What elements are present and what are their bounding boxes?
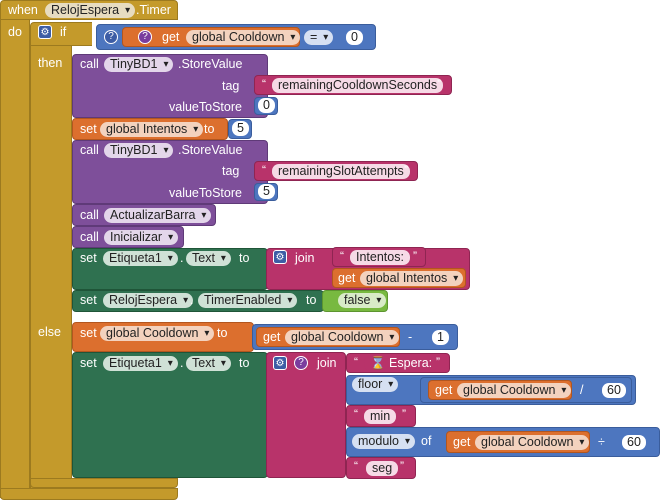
set-timer-to-label: to (306, 293, 317, 307)
set-timer-set-label: set (80, 293, 97, 307)
else-label: else (38, 325, 61, 339)
quote-close-icon-4: ” (436, 355, 440, 369)
event-block-body-left (0, 20, 30, 498)
set-etiqueta-else-component-dropdown[interactable]: Etiqueta1 (103, 356, 178, 371)
set-intentos-value[interactable]: 5 (232, 121, 249, 136)
set-intentos-var-dropdown[interactable]: global Intentos (100, 122, 204, 137)
get-label: get (162, 30, 180, 44)
set-cooldown-var-dropdown[interactable]: global Cooldown (100, 326, 215, 341)
call-barra-label: call (80, 208, 99, 222)
string-min-value[interactable]: min (364, 409, 397, 424)
if-label: if (60, 25, 67, 39)
set-label: set (80, 122, 97, 136)
quote-close-icon-5: ” (402, 407, 406, 421)
join-else-help-icon[interactable]: ? (294, 356, 308, 370)
join-block-else[interactable] (266, 352, 346, 478)
quote-close-icon-6: ” (400, 459, 404, 473)
call-label-2: call (80, 143, 99, 157)
store2-value[interactable]: 5 (258, 184, 275, 199)
get-intentos-label: get (338, 271, 356, 285)
store1-tag-label: tag (222, 79, 240, 93)
compare-op-dropdown[interactable]: = (304, 30, 334, 45)
store1-value-label: valueToStore (169, 100, 242, 114)
divide-value[interactable]: 60 (602, 383, 626, 398)
store2-method-label: .StoreValue (178, 143, 243, 157)
store1-method-label: .StoreValue (178, 57, 243, 71)
set-etiqueta-text-block-else[interactable] (72, 352, 268, 478)
then-label: then (38, 56, 63, 70)
call-init-label: call (80, 230, 99, 244)
get-cooldown-label-4: get (453, 435, 471, 449)
quote-close-icon: ” (437, 77, 441, 91)
join-else-mutator-gear-icon[interactable]: ⚙ (273, 356, 287, 370)
if-mutator-gear-icon[interactable]: ⚙ (38, 25, 52, 39)
set-etiqueta-else-to-label: to (239, 356, 250, 370)
quote-open-icon-5: “ (354, 407, 358, 421)
when-label: when (8, 3, 38, 17)
get-cooldown-label-3: get (435, 383, 453, 397)
quote-open-icon-2: “ (262, 163, 266, 177)
set-etiqueta-else-set-label: set (80, 356, 97, 370)
join-mutator-gear-icon[interactable]: ⚙ (273, 250, 287, 264)
modulo-value[interactable]: 60 (622, 435, 646, 450)
join-else-label: join (317, 356, 337, 370)
join-label: join (295, 251, 315, 265)
set-intentos-to-label: to (204, 122, 215, 136)
get-cooldown-label-2: get (263, 330, 281, 344)
set-timer-prop-dropdown[interactable]: TimerEnabled (198, 293, 298, 308)
store1-component-dropdown[interactable]: TinyBD1 (104, 57, 174, 72)
do-label: do (8, 25, 22, 39)
get-intentos-var-dropdown[interactable]: global Intentos (360, 271, 464, 286)
store2-tag-label: tag (222, 164, 240, 178)
modulo-div-op-label: ÷ (598, 435, 605, 449)
get-cooldown-var-dropdown-3[interactable]: global Cooldown (457, 383, 572, 398)
quote-open-icon-3: “ (340, 249, 344, 263)
call-init-proc-dropdown[interactable]: Inicializar (104, 230, 179, 245)
dot-label-2: . (190, 293, 194, 307)
string-espera-value[interactable]: ⌛ Espera: (364, 356, 439, 371)
minus-value[interactable]: 1 (432, 330, 449, 345)
dot-label-3: . (180, 356, 184, 370)
set-cooldown-to-label: to (217, 326, 228, 340)
event-name-label: .Timer (136, 3, 171, 17)
set-cooldown-set-label: set (80, 326, 97, 340)
quote-close-icon-3: ” (413, 249, 417, 263)
string-seg-value[interactable]: seg (366, 461, 399, 476)
quote-open-icon-4: “ (354, 355, 358, 369)
call-barra-proc-dropdown[interactable]: ActualizarBarra (104, 208, 212, 223)
if-block-bottom (30, 478, 178, 488)
modulo-of-label: of (421, 434, 432, 448)
event-component-dropdown[interactable]: RelojEspera (45, 3, 136, 18)
call-label: call (80, 57, 99, 71)
dot-label: . (180, 251, 184, 265)
get-cooldown-var-dropdown-2[interactable]: global Cooldown (285, 330, 400, 345)
condition-var-dropdown[interactable]: global Cooldown (186, 30, 301, 45)
set-timer-component-dropdown[interactable]: RelojEspera (103, 293, 194, 308)
set-etiqueta-else-prop-dropdown[interactable]: Text (186, 356, 231, 371)
store1-value[interactable]: 0 (258, 98, 275, 113)
set-etiqueta-component-dropdown[interactable]: Etiqueta1 (103, 251, 178, 266)
string-intentos-value[interactable]: Intentos: (350, 250, 410, 265)
modulo-op-dropdown[interactable]: modulo (352, 434, 415, 449)
set-etiqueta-to-label: to (239, 251, 250, 265)
get-help-icon[interactable]: ? (138, 30, 152, 44)
store2-value-label: valueToStore (169, 186, 242, 200)
quote-open-icon: “ (262, 77, 266, 91)
store2-component-dropdown[interactable]: TinyBD1 (104, 143, 174, 158)
quote-close-icon-2: ” (404, 163, 408, 177)
compare-help-icon[interactable]: ? (104, 30, 118, 44)
store2-tag-value[interactable]: remainingSlotAttempts (272, 164, 410, 179)
set-etiqueta-set-label: set (80, 251, 97, 265)
store1-tag-value[interactable]: remainingCooldownSeconds (272, 78, 444, 93)
event-block-bottom (0, 488, 178, 500)
false-value-dropdown[interactable]: false (338, 293, 387, 308)
minus-op-label: - (408, 330, 413, 344)
get-cooldown-var-dropdown-4[interactable]: global Cooldown (475, 435, 590, 450)
quote-open-icon-6: “ (354, 459, 358, 473)
set-etiqueta-prop-dropdown[interactable]: Text (186, 251, 231, 266)
condition-value[interactable]: 0 (346, 30, 363, 45)
floor-op-dropdown[interactable]: floor (352, 377, 399, 392)
if-block-spine (30, 46, 72, 488)
divide-op-label: / (580, 383, 584, 397)
